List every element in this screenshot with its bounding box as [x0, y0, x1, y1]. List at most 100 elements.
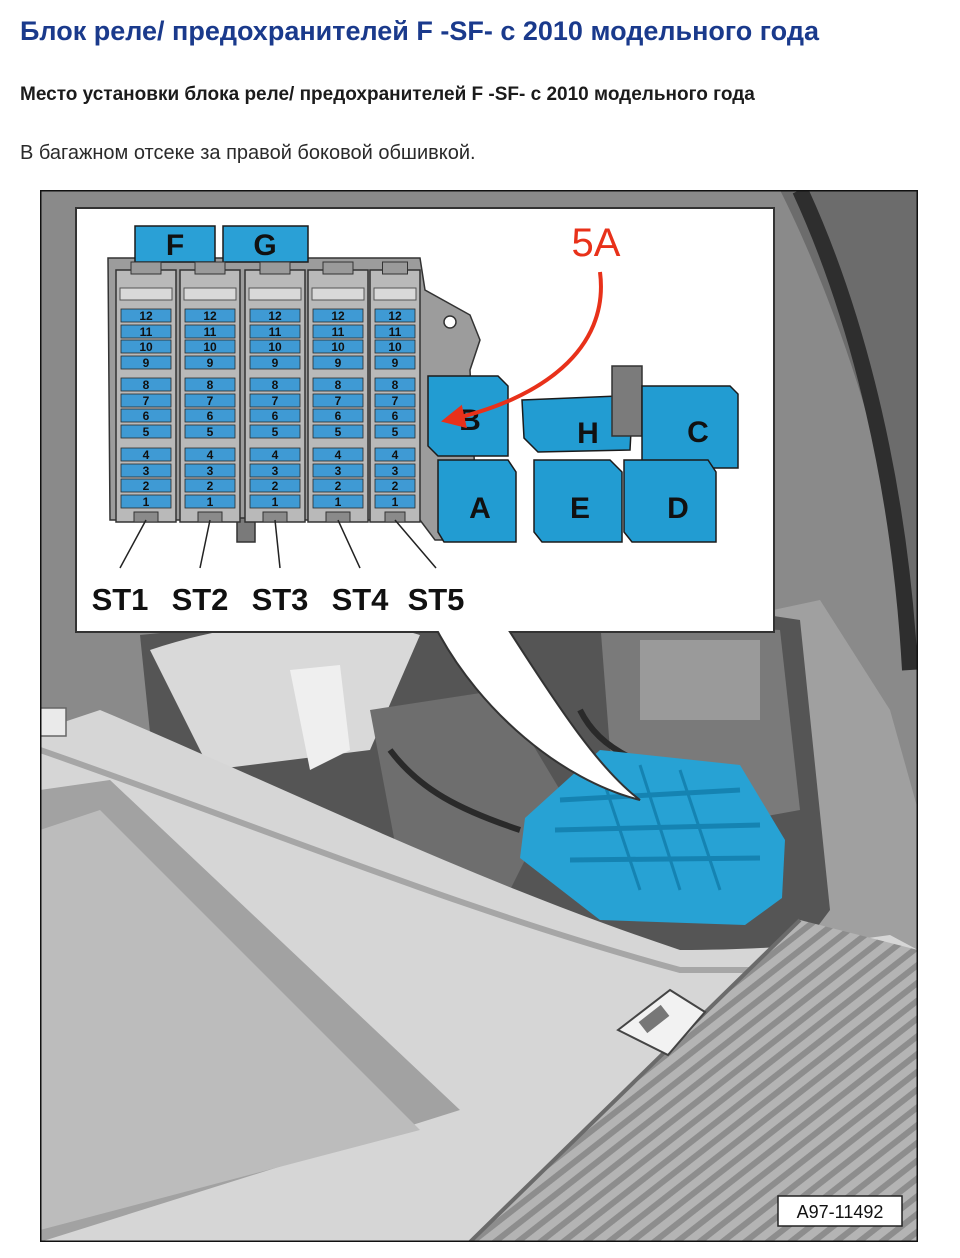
fuse-st2-10: 10: [184, 339, 236, 354]
fuse-number: 2: [207, 479, 214, 493]
fuse-st3-2: 2: [249, 478, 301, 493]
fuse-number: 1: [335, 495, 342, 509]
fuse-number: 11: [332, 325, 345, 339]
relay-h-label: H: [577, 417, 599, 450]
fuse-number: 6: [143, 409, 150, 423]
strip-label-st1: ST1: [92, 582, 149, 617]
fuse-st3-3: 3: [249, 463, 301, 478]
fuse-number: 8: [392, 378, 399, 392]
relay-f: F: [134, 225, 216, 263]
fuse-number: 7: [335, 394, 342, 408]
fuse-st3-6: 6: [249, 408, 301, 423]
fuse-number: 1: [392, 495, 399, 509]
fuse-number: 4: [207, 448, 214, 462]
fuse-st5-5: 5: [374, 424, 416, 439]
relay-g: G: [222, 225, 309, 263]
fuse-number: 1: [207, 495, 214, 509]
fuse-st5-12: 12: [374, 308, 416, 323]
fuse-number: 3: [335, 464, 342, 478]
fuse-number: 7: [143, 394, 150, 408]
relay-c-label: C: [687, 416, 709, 449]
annotation-label: 5A: [572, 221, 621, 265]
fuse-number: 12: [268, 309, 282, 323]
fuse-number: 7: [272, 394, 279, 408]
fuse-number: 6: [272, 409, 279, 423]
leader-line-st5: [394, 519, 437, 569]
fuse-number: 5: [392, 425, 399, 439]
fuse-st1-4: 4: [120, 447, 172, 462]
fuse-st4-11: 11: [312, 324, 364, 339]
fuse-st3-4: 4: [249, 447, 301, 462]
fuse-st2-1: 1: [184, 494, 236, 509]
fuse-number: 5: [272, 425, 279, 439]
fuse-number: 3: [392, 464, 399, 478]
fuse-st5-2: 2: [374, 478, 416, 493]
location-description: В багажном отсеке за правой боковой обши…: [20, 142, 476, 164]
fuse-number: 9: [207, 356, 214, 370]
fuse-st5-9: 9: [374, 355, 416, 370]
fuse-number: 3: [272, 464, 279, 478]
fuse-st1-9: 9: [120, 355, 172, 370]
annotation-arrow: [440, 271, 603, 429]
fuse-st4-8: 8: [312, 377, 364, 392]
fuse-st5-11: 11: [374, 324, 416, 339]
fuse-st4-4: 4: [312, 447, 364, 462]
fuse-number: 6: [207, 409, 214, 423]
fuse-number: 5: [335, 425, 342, 439]
fuse-number: 10: [203, 340, 217, 354]
fuse-st5-10: 10: [374, 339, 416, 354]
leader-line-st1: [119, 519, 147, 569]
relay-e: E: [533, 459, 623, 543]
strip-label-st2: ST2: [172, 582, 229, 617]
strip-label-st3: ST3: [252, 582, 309, 617]
fuse-number: 2: [392, 479, 399, 493]
fuse-st2-11: 11: [184, 324, 236, 339]
fuse-st2-3: 3: [184, 463, 236, 478]
fuse-number: 10: [331, 340, 345, 354]
fuse-number: 4: [392, 448, 399, 462]
fuse-number: 12: [331, 309, 345, 323]
fuse-number: 11: [204, 325, 217, 339]
fuse-st3-11: 11: [249, 324, 301, 339]
fuse-st4-1: 1: [312, 494, 364, 509]
fuse-number: 2: [143, 479, 150, 493]
figure-code-box: A97-11492: [777, 1195, 903, 1227]
fuse-number: 2: [272, 479, 279, 493]
fuse-number: 4: [143, 448, 150, 462]
fuse-st1-1: 1: [120, 494, 172, 509]
fuse-number: 9: [392, 356, 399, 370]
fuse-number: 8: [143, 378, 150, 392]
fuse-st3-5: 5: [249, 424, 301, 439]
fuse-st5-3: 3: [374, 463, 416, 478]
fuse-st4-6: 6: [312, 408, 364, 423]
fuse-number: 12: [139, 309, 153, 323]
fuse-st1-5: 5: [120, 424, 172, 439]
fuse-st4-12: 12: [312, 308, 364, 323]
fuse-number: 9: [335, 356, 342, 370]
figure-border: [40, 190, 918, 1242]
fuse-number: 4: [272, 448, 279, 462]
fuse-st2-5: 5: [184, 424, 236, 439]
relay-h: H: [521, 395, 633, 453]
fuse-st3-9: 9: [249, 355, 301, 370]
fuse-number: 8: [272, 378, 279, 392]
fuse-st1-2: 2: [120, 478, 172, 493]
fuse-number: 3: [207, 464, 214, 478]
relay-b-label: B: [459, 404, 481, 437]
relay-a-label: A: [469, 492, 491, 525]
fuse-number: 6: [335, 409, 342, 423]
fuse-st1-10: 10: [120, 339, 172, 354]
fuse-number: 7: [207, 394, 214, 408]
fuse-st1-3: 3: [120, 463, 172, 478]
fuse-number: 5: [143, 425, 150, 439]
fuse-st1-7: 7: [120, 393, 172, 408]
fuse-st1-6: 6: [120, 408, 172, 423]
relay-g-label: G: [253, 229, 276, 262]
fuse-st2-8: 8: [184, 377, 236, 392]
relay-d-label: D: [667, 492, 689, 525]
